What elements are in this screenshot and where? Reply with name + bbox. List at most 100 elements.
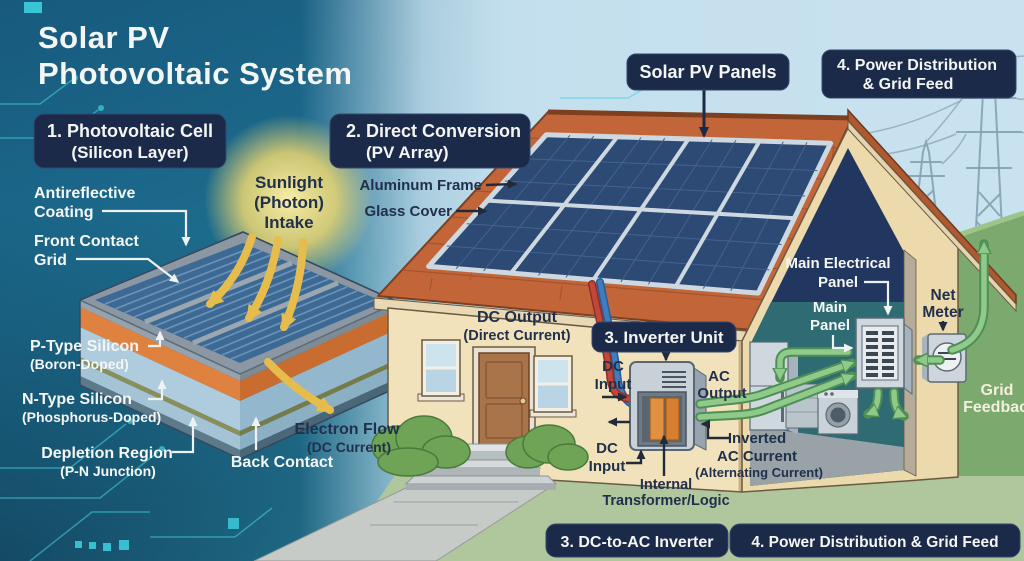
labels: Solar PV Photovoltaic System 1. Photovol…	[22, 20, 1024, 558]
main-electrical-panel-leader	[864, 280, 893, 316]
house	[373, 108, 1017, 493]
label-ac-output-line2: Output	[697, 385, 746, 402]
label-electron-flow-line2: (DC Current)	[307, 439, 391, 455]
breaker-switches	[866, 331, 894, 377]
box-power-distribution-bottom-label: 4. Power Distribution & Grid Feed	[751, 534, 998, 551]
panel-out-right	[894, 389, 904, 416]
label-dc-input-top-line1: DC	[602, 358, 624, 375]
label-p-type-line2: (Boron-Doped)	[30, 356, 129, 372]
dc-input-bottom-leader	[626, 449, 646, 465]
cyan-square-accent	[24, 2, 42, 13]
sunlight-arrows	[206, 233, 335, 414]
grid-feedback-wire	[949, 244, 984, 353]
box-direct-conversion	[329, 113, 531, 169]
label-electron-flow-line1: Electron Flow	[295, 421, 400, 438]
p-type-layer	[80, 307, 240, 401]
pv-cell-layers-left	[80, 300, 240, 459]
inverter-vents	[662, 371, 686, 388]
antireflective-leader	[102, 209, 191, 247]
label-sunlight-line2: (Photon)	[254, 193, 324, 212]
aluminum-frame-arrow	[485, 179, 518, 189]
leader-lines	[76, 90, 948, 476]
label-p-type-line1: P-Type Silicon	[30, 338, 139, 355]
label-antireflective-line1: Antireflective	[34, 185, 135, 202]
label-net-meter-line1: Net	[931, 287, 956, 304]
roof-ridge	[547, 109, 853, 121]
label-n-type-line1: N-Type Silicon	[22, 391, 132, 408]
bushes	[371, 415, 589, 477]
label-dc-output-line1: DC Output	[477, 309, 558, 326]
interior-floor	[750, 426, 904, 486]
label-internal-transformer-line2: Transformer/Logic	[602, 493, 729, 509]
label-main-electrical-panel-line2: Panel	[818, 274, 858, 291]
box-inverter-unit	[591, 321, 737, 353]
photon-arrow-1	[206, 233, 256, 308]
label-front-contact-line2: Grid	[34, 252, 67, 269]
box-photovoltaic-cell-line1: 1. Photovoltaic Cell	[47, 121, 213, 141]
box-direct-conversion-line2: (PV Array)	[366, 143, 449, 162]
n-type-leader	[148, 379, 167, 401]
label-net-meter-line2: Meter	[922, 304, 963, 321]
box-photovoltaic-cell-line2: (Silicon Layer)	[71, 143, 188, 162]
page-title-line1: Solar PV	[38, 20, 170, 55]
label-main-electrical-panel-line1: Main Electrical	[785, 255, 890, 272]
label-inverted-ac-line2: AC Current	[717, 448, 797, 465]
label-inverted-ac-line3: (Alternating Current)	[695, 465, 823, 480]
box-solar-pv-panels	[626, 53, 790, 91]
label-grid-feedback-line2: Feedback	[963, 399, 1024, 416]
label-aluminum-frame: Aluminum Frame	[359, 177, 482, 194]
inverted-ac-leader	[700, 419, 730, 440]
label-depletion-line2: (P-N Junction)	[60, 463, 156, 479]
label-sunlight-line3: Intake	[264, 213, 313, 232]
label-back-contact: Back Contact	[231, 454, 334, 471]
electron-flow-arrow	[264, 358, 335, 414]
breaker-panel	[855, 317, 913, 395]
feed-to-appliances	[780, 349, 851, 378]
label-glass-cover: Glass Cover	[364, 203, 452, 220]
front-contact-leader	[76, 257, 180, 283]
photon-arrow-2	[245, 236, 282, 323]
label-dc-input-bottom-line1: DC	[596, 440, 618, 457]
label-depletion-line1: Depletion Region	[41, 445, 173, 462]
ac-wire-1	[697, 363, 852, 407]
panel-out-left	[868, 389, 881, 414]
ac-wire-2	[697, 376, 852, 420]
door-knob	[519, 397, 527, 405]
panel-frames	[487, 135, 795, 288]
page-title-line2: Photovoltaic System	[38, 56, 352, 91]
label-internal-transformer-line1: Internal	[640, 477, 692, 493]
box-direct-conversion-line1: 2. Direct Conversion	[346, 121, 521, 141]
label-antireflective-line2: Coating	[34, 204, 94, 221]
inverter	[629, 361, 707, 451]
box-solar-pv-panels-label: Solar PV Panels	[639, 62, 776, 82]
photon-arrow-3	[280, 238, 307, 332]
roof-right-fascia	[847, 119, 1017, 313]
box-power-distribution-top-line1: 4. Power Distribution	[837, 57, 997, 74]
box-photovoltaic-cell	[33, 113, 227, 169]
label-inverted-ac-line1: Inverted	[728, 430, 786, 447]
label-sunlight-line1: Sunlight	[255, 173, 323, 192]
n-type-layer	[80, 327, 240, 431]
box-inverter-unit-label: 3. Inverter Unit	[604, 328, 723, 347]
p-type-leader	[148, 330, 165, 348]
label-ac-output-line1: AC	[708, 368, 730, 385]
label-front-contact-line1: Front Contact	[34, 233, 140, 250]
window-right	[529, 355, 577, 418]
label-dc-output-line2: (Direct Current)	[463, 328, 570, 344]
solar-array	[426, 132, 834, 296]
depletion-layer	[80, 357, 240, 436]
label-n-type-line2: (Phosphorus-Doped)	[22, 409, 161, 425]
label-dc-input-top-line2: Input	[595, 376, 632, 393]
label-main-panel-line2: Panel	[810, 317, 850, 334]
washing-machine	[817, 389, 859, 435]
box-power-distribution-top-line2: & Grid Feed	[863, 76, 954, 93]
label-main-panel-line1: Main	[813, 299, 847, 316]
main-panel-leader	[831, 335, 854, 353]
label-dc-input-bottom-line2: Input	[589, 458, 626, 475]
ac-wiring	[695, 244, 984, 422]
back-contact-layer	[80, 376, 240, 459]
window-left	[417, 339, 465, 402]
box-dc-to-ac-inverter-label: 3. DC-to-AC Inverter	[561, 534, 714, 551]
